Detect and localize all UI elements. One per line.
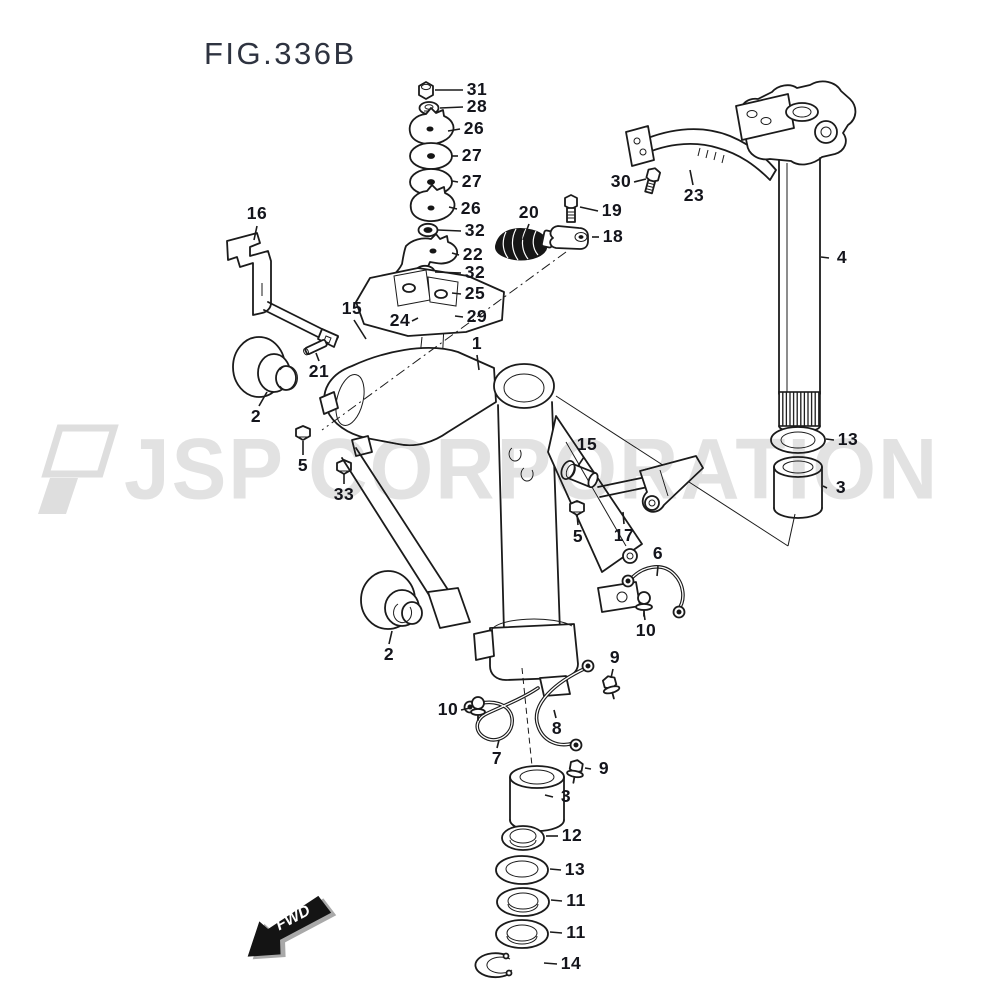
part-label-23: 23	[683, 185, 705, 206]
part-13-ring	[495, 855, 549, 885]
part-label-31: 31	[466, 79, 488, 100]
part-32-washer-upper	[417, 222, 439, 238]
part-2-lower-mount	[360, 570, 423, 630]
part-label-2: 2	[250, 406, 262, 427]
part-label-27: 27	[461, 171, 483, 192]
part-label-11: 11	[566, 922, 586, 943]
part-11-ring-upper	[496, 887, 550, 917]
part-14-snap-ring	[474, 952, 513, 979]
part-20-grease-fitting	[495, 228, 556, 261]
part-label-26: 26	[460, 198, 482, 219]
fwd-arrow: FWD	[247, 895, 337, 960]
part-3-bushing-right	[773, 456, 823, 519]
part-9-bolt-upper	[602, 675, 621, 700]
figure-title: FIG.336B	[204, 36, 357, 71]
part-21-pin	[303, 339, 328, 356]
part-label-3: 3	[835, 477, 847, 498]
part-18-clamp	[549, 225, 589, 250]
part-26-cam-plate-upper	[408, 107, 455, 145]
part-label-5: 5	[572, 526, 584, 547]
part-12-ring	[501, 825, 545, 851]
part-4-steering-shaft	[735, 80, 857, 433]
part-label-7: 7	[491, 748, 503, 769]
part-1-swivel-bracket	[319, 251, 796, 767]
part-17-link-rod	[597, 455, 704, 513]
part-label-13: 13	[564, 859, 586, 880]
part-23-steering-arm	[625, 125, 777, 181]
part-label-29: 29	[466, 306, 488, 327]
part-label-1: 1	[471, 333, 483, 354]
part-label-5: 5	[297, 455, 309, 476]
part-label-19: 19	[601, 200, 623, 221]
part-label-6: 6	[652, 543, 664, 564]
part-label-10: 10	[437, 699, 459, 720]
part-label-32: 32	[464, 220, 486, 241]
part-label-2: 2	[383, 644, 395, 665]
part-label-16: 16	[246, 203, 268, 224]
part-9-bolt-lower	[566, 759, 584, 784]
part-label-4: 4	[836, 247, 848, 268]
part-30-bolt	[644, 167, 661, 195]
part-label-12: 12	[561, 825, 583, 846]
part-label-13: 13	[837, 429, 859, 450]
part-label-8: 8	[551, 718, 563, 739]
part-label-18: 18	[602, 226, 624, 247]
part-5-nut-left	[295, 425, 311, 441]
part-label-26: 26	[463, 118, 485, 139]
part-6-ground-wire	[621, 565, 686, 619]
part-label-14: 14	[560, 953, 582, 974]
part-label-15: 15	[576, 434, 598, 455]
part-label-10: 10	[635, 620, 657, 641]
part-label-15: 15	[341, 298, 363, 319]
part-label-17: 17	[613, 525, 635, 546]
part-label-32: 32	[464, 262, 486, 283]
part-2-upper-mount	[232, 336, 298, 398]
part-11-ring-lower	[495, 919, 549, 949]
part-27-disc-upper	[409, 142, 453, 170]
part-label-22: 22	[462, 244, 484, 265]
part-label-28: 28	[466, 96, 488, 117]
part-10-bolt-right	[635, 591, 653, 617]
part-label-11: 11	[566, 890, 586, 911]
part-label-9: 9	[609, 647, 621, 668]
part-16-shift-rod	[226, 232, 339, 348]
part-label-24: 24	[389, 310, 411, 331]
part-label-33: 33	[333, 484, 355, 505]
part-label-9: 9	[598, 758, 610, 779]
part-31-nut	[418, 81, 434, 100]
part-3-bushing-bottom	[509, 765, 565, 832]
part-label-21: 21	[308, 361, 330, 382]
part-label-25: 25	[464, 283, 486, 304]
part-label-27: 27	[461, 145, 483, 166]
part-label-30: 30	[610, 171, 632, 192]
part-26-cam-plate-lower	[409, 184, 456, 222]
part-5-nut-right	[569, 500, 585, 516]
part-19-bolt	[564, 194, 578, 223]
part-8-ground-wire	[534, 659, 595, 752]
part-label-3: 3	[560, 786, 572, 807]
part-label-20: 20	[518, 202, 540, 223]
part-13-washer-right	[770, 426, 826, 454]
part-10-bolt-left	[470, 696, 486, 721]
